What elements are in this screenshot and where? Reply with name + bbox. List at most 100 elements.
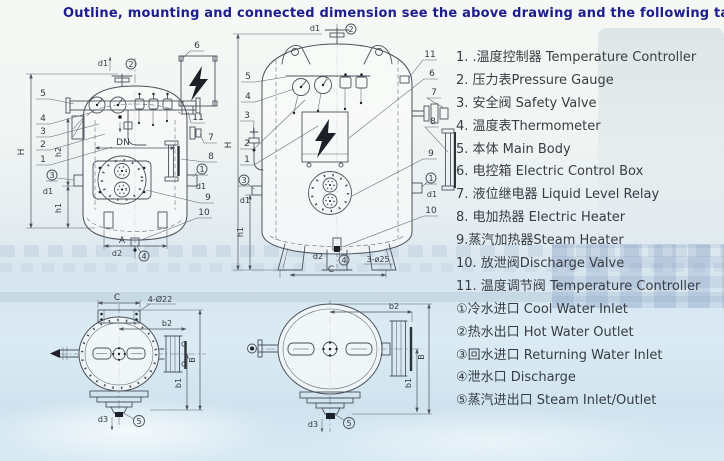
callout-2: 2 [244,139,250,149]
dim-H: H [17,149,27,156]
lifting-lugs [281,44,393,65]
dim-C: C [114,293,120,303]
temp-valve-stub [399,75,410,84]
level-relay-socket [411,103,449,124]
center-hub [112,347,126,361]
legend-item: ①冷水进口 Cool Water Inlet [456,301,628,317]
legend-item: 7. 液位继电器 Liquid Level Relay [456,187,660,203]
dim-DN: DN [116,138,130,148]
electric-control-box [301,111,349,168]
callout-3: 3 [244,111,250,121]
plan-view-left: d3 5 C 4-Ø22 b2 B b1 [50,293,206,431]
port-2: 2 [348,25,353,34]
front-view-middle: d1 2 [224,23,456,278]
dim-d2: d2 [112,249,122,258]
dim-h2: h2 [54,147,63,157]
legend-item: 9.蒸汽加热器Steam Heater [456,233,624,249]
callout-5: 5 [245,72,251,82]
legend-item: 11. 温度调节阀 Temperature Controller [456,278,701,294]
returning-water-stub [73,174,84,187]
side-nozzle-left [50,347,80,360]
dim-h1: h1 [236,227,245,237]
legend-item: 10. 放泄阀Discharge Valve [456,256,625,272]
dim-A: A [119,236,126,246]
hot-water-outlet-nozzle: d1 2 [310,23,357,45]
lightning-icon [315,119,336,158]
flange-bolts-label: 4-Ø22 [148,294,172,304]
dim-b1: b1 [404,378,413,388]
dim-d1: d1 [240,196,250,205]
plan-view-right: d3 5 b2 B b1 [247,300,432,433]
legend-item: 5. 本体 Main Body [456,141,571,157]
dim-d2: d2 [313,252,323,261]
electric-control-box [178,55,218,107]
vessel-shell [261,43,413,255]
port-1: 1 [428,174,433,183]
port-4: 4 [341,256,346,265]
callout-10: 10 [425,206,437,216]
callout-6: 6 [429,69,435,79]
dim-d3: d3 [98,415,108,424]
support-bracket [71,115,85,140]
top-mount-plate [97,309,141,324]
front-view-left: d1 2 [17,41,218,262]
handhole [92,347,112,360]
base-and-drain: d3 5 [89,390,149,431]
callout-7: 7 [208,133,214,143]
callout-5: 5 [40,89,46,99]
callout-2: 2 [40,140,46,150]
port-5: 5 [346,419,351,428]
port-4: 4 [141,252,146,261]
lightning-icon [189,66,208,101]
legend-item: 1. .温度控制器 Temperature Controller [456,50,697,65]
heater-flange-assembly [92,155,152,205]
callout-1: 1 [40,155,46,165]
page-title: Outline, mounting and connected dimensio… [63,6,724,21]
dim-C: C [328,265,334,275]
port-markers-front-middle: 3 d1 1 d1 4 d2 3-ø25 [238,172,437,269]
port-2-circle [125,58,137,70]
dim-B: B [188,357,197,363]
callouts-front-left: 5 4 3 2 1 6 11 7 8 9 10 [36,41,217,241]
dim-d3: d3 [308,420,318,429]
callout-6: 6 [194,41,200,51]
port-1: 1 [199,165,204,174]
legend-item: 3. 安全阀 Safety Valve [456,95,597,111]
dim-h1: h1 [54,203,63,213]
dim-b2: b2 [162,319,172,328]
callout-1: 1 [244,155,250,165]
sight-glass [441,128,456,191]
heater-flange-assembly [308,171,352,215]
callout-7: 7 [431,88,437,98]
dim-b1: b1 [174,378,183,388]
callout-4: 4 [245,92,251,102]
cool-water-stub [411,182,423,194]
dimensions-plan-left: C 4-Ø22 b2 B b1 [97,293,203,411]
dim-d1: d1 [43,187,53,196]
dimensions-front-left: H h2 h1 DN A [17,73,176,249]
dim-B: B [417,354,426,360]
instrument-manifold [65,92,201,127]
foot [103,211,114,229]
legend-item: ②热水出口 Hot Water Outlet [456,324,634,340]
parts-legend: 1. .温度控制器 Temperature Controller 2. 压力表P… [456,47,724,413]
returning-water-stub [251,185,263,196]
port-2: 2 [128,60,133,69]
callouts-front-middle: 5 4 3 2 1 11 6 7 8 9 10 [240,50,449,247]
safety-valve-piping [118,109,147,146]
sight-glass [164,140,180,182]
legend-item: 2. 压力表Pressure Gauge [456,72,614,88]
handhole [345,342,373,356]
legend-item: 4. 温度表Thermometer [456,118,601,134]
handhole [126,347,146,360]
port-markers-front-left: 3 d1 1 d1 4 d2 [43,163,208,262]
anchor-bolts-label: 3-ø25 [366,255,389,264]
pressure-gauge-icon [88,96,106,114]
callout-9: 9 [428,149,434,159]
side-nozzle-left [247,339,279,358]
base-and-drain: d3 5 [299,391,361,433]
side-flange-stack [381,320,413,377]
callout-3: 3 [40,127,46,137]
dimensions-front-middle: H h1 C [224,33,387,278]
